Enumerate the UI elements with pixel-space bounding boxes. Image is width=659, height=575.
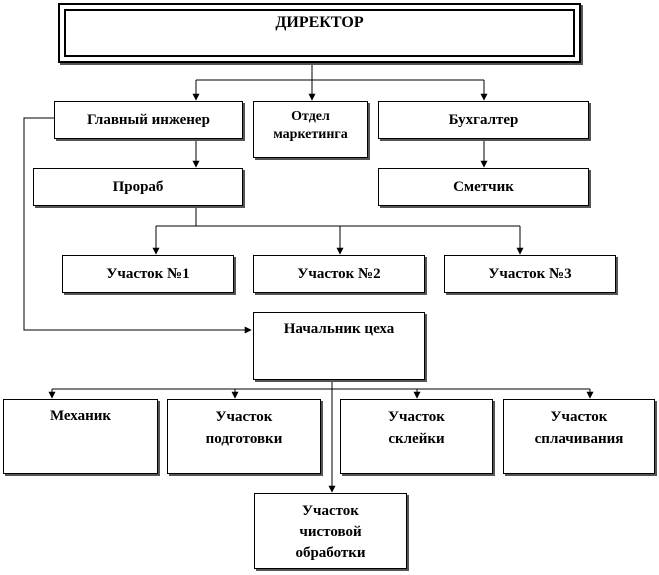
node-shop-head: Начальник цеха	[253, 312, 425, 380]
node-director: ДИРЕКТОР	[58, 3, 581, 63]
node-accountant-label: Бухгалтер	[448, 112, 519, 128]
node-section-2-label: Участок №2	[297, 266, 381, 282]
node-prep-line-1: Участок	[215, 409, 273, 425]
node-finishing-line-3: обработки	[295, 545, 366, 561]
node-gluing-section: Участок склейки	[340, 399, 493, 474]
node-finishing-section: Участок чистовой обработки	[254, 493, 407, 569]
node-section-1: Участок №1	[62, 255, 234, 293]
node-section-3: Участок №3	[444, 255, 616, 293]
node-prep-line-2: подготовки	[205, 431, 283, 447]
node-foreman: Прораб	[33, 168, 243, 206]
node-splicing-line-1: Участок	[550, 409, 608, 425]
node-marketing: Отдел маркетинга	[253, 101, 368, 158]
node-accountant: Бухгалтер	[378, 101, 589, 139]
node-chief-engineer-label: Главный инженер	[87, 112, 210, 128]
director-inner-frame	[64, 9, 575, 57]
node-section-3-label: Участок №3	[488, 266, 572, 282]
node-chief-engineer: Главный инженер	[54, 101, 243, 139]
connector-to-shop-head	[23, 117, 252, 334]
node-marketing-line-2: маркетинга	[273, 127, 348, 142]
node-shop-head-label: Начальник цеха	[283, 321, 395, 337]
node-estimator-label: Сметчик	[453, 179, 514, 195]
node-foreman-label: Прораб	[112, 179, 164, 195]
node-gluing-line-2: склейки	[388, 431, 445, 447]
node-prep-section: Участок подготовки	[167, 399, 321, 474]
node-marketing-line-1: Отдел	[291, 109, 330, 124]
node-finishing-line-1: Участок	[302, 503, 359, 519]
node-section-2: Участок №2	[253, 255, 425, 293]
node-director-label: ДИРЕКТОР	[275, 14, 364, 31]
node-splicing-section: Участок сплачивания	[503, 399, 655, 474]
node-mechanic: Механик	[3, 399, 158, 474]
node-gluing-line-1: Участок	[388, 409, 445, 425]
node-estimator: Сметчик	[378, 168, 589, 206]
node-section-1-label: Участок №1	[106, 266, 190, 282]
node-mechanic-label: Механик	[49, 408, 112, 424]
node-splicing-line-2: сплачивания	[534, 431, 624, 447]
node-finishing-line-2: чистовой	[299, 524, 362, 540]
